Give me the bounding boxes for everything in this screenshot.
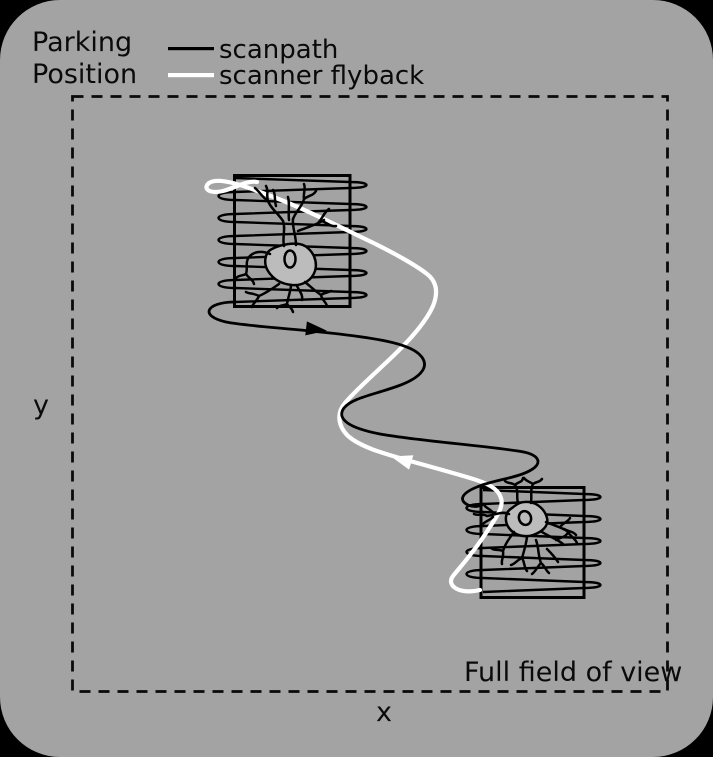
neuron-1 <box>234 182 338 314</box>
parking-line-1: Parking <box>32 27 133 58</box>
field-of-view-label: Full field of view <box>464 657 683 688</box>
neuron-1-basal-dendrites <box>244 280 333 314</box>
scanpath-arrowhead-icon <box>305 321 327 336</box>
neuron-1-nucleus <box>283 249 297 269</box>
scanpath <box>207 300 540 508</box>
scan-region-1-frame <box>233 174 352 308</box>
neuron-2-right-dendrites <box>540 516 579 546</box>
neuron-2-nucleus <box>517 509 533 527</box>
neuron-1-left-dendrite <box>234 250 272 286</box>
scan-region-1-raster <box>217 176 368 304</box>
parking-position-label: Parking Position <box>32 27 137 91</box>
scanpath-line-swatch <box>168 47 214 51</box>
neuron-2-lower-dendrites <box>489 530 560 576</box>
y-axis-label: y <box>33 390 49 421</box>
neuron-1-apical-trunk <box>281 195 298 248</box>
legend-label-scanpath: scanpath <box>219 35 339 65</box>
neuron-1-apical-tuft <box>253 182 338 233</box>
scanpath-curve <box>207 300 540 508</box>
scan-region-2-raster <box>465 488 602 594</box>
flyback-swatch-rect <box>168 73 214 78</box>
field-of-view-border <box>71 95 669 693</box>
flyback-curve <box>204 178 504 594</box>
scan-region-1 <box>217 174 368 308</box>
parking-line-2: Position <box>32 59 138 90</box>
neuron-2 <box>472 476 579 576</box>
neuron-2-upper-dendrites <box>503 476 544 505</box>
flyback-arrowhead-icon <box>391 455 414 470</box>
scanner-flyback <box>204 178 504 594</box>
legend-label-flyback: scanner flyback <box>219 61 425 91</box>
flyback-line-swatch <box>168 73 214 78</box>
neuron-2-left-dendrite <box>472 503 511 527</box>
scanpath-swatch-rect <box>168 47 214 51</box>
x-axis-label: x <box>376 697 392 728</box>
